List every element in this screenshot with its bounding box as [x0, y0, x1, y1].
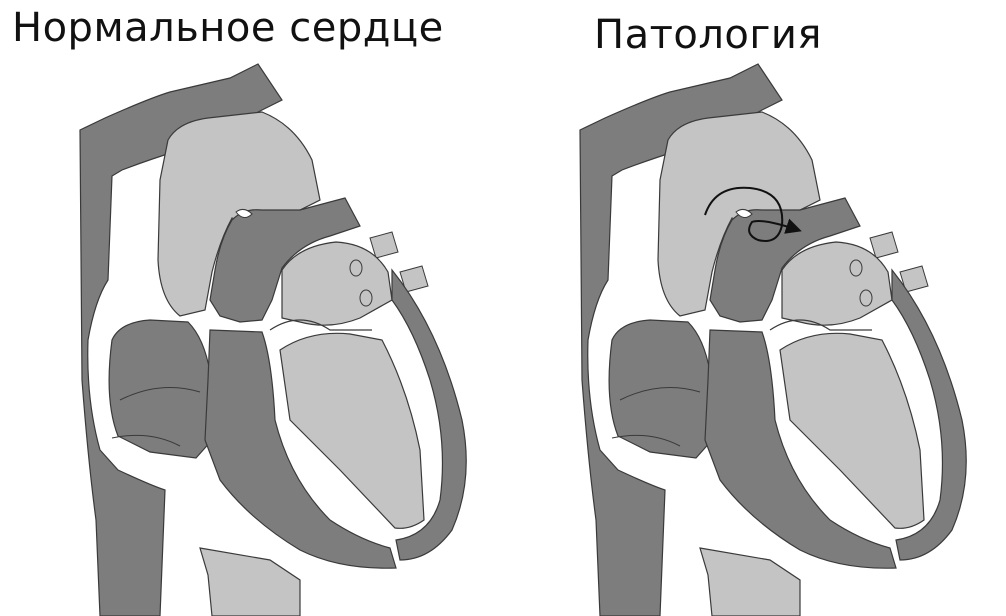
- right-atrium-lower-line: [111, 434, 181, 447]
- right-atrium: [108, 319, 213, 459]
- pathology-title: Патология: [594, 12, 822, 58]
- right-atrium-inner-line: [619, 387, 701, 401]
- pulmonary-vein-opening-upper: [849, 259, 863, 277]
- aorta: [209, 197, 361, 323]
- pulmonary-vein-upper: [869, 231, 899, 259]
- pulmonary-vein-opening-upper: [349, 259, 363, 277]
- pulmonary-vein-upper: [369, 231, 399, 259]
- superior-vena-cava: [579, 63, 783, 616]
- aortic-valve: [735, 208, 753, 218]
- pulmonary-vein-opening-lower: [359, 289, 373, 307]
- inferior-vena-cava: [199, 547, 301, 616]
- right-atrium-inner-line: [119, 387, 201, 401]
- septum-line: [769, 319, 872, 331]
- aorta: [709, 197, 861, 323]
- left-ventricle: [279, 332, 425, 529]
- pathology-heart-diagram: [579, 63, 967, 616]
- left-ventricle: [779, 332, 925, 529]
- right-ventricle: [704, 329, 897, 569]
- right-atrium-lower-line: [611, 434, 681, 447]
- septum-line: [269, 319, 372, 331]
- normal-heart-diagram: [79, 63, 467, 616]
- right-atrium: [608, 319, 713, 459]
- superior-vena-cava: [79, 63, 283, 616]
- myocardium-outer: [891, 268, 967, 561]
- pulmonary-vein-opening-lower: [859, 289, 873, 307]
- aortic-valve: [235, 208, 253, 218]
- inferior-vena-cava: [699, 547, 801, 616]
- normal-heart-title: Нормальное сердце: [12, 5, 444, 51]
- abnormal-flow-arrow: [704, 186, 802, 242]
- right-ventricle: [204, 329, 397, 569]
- myocardium-outer: [391, 268, 467, 561]
